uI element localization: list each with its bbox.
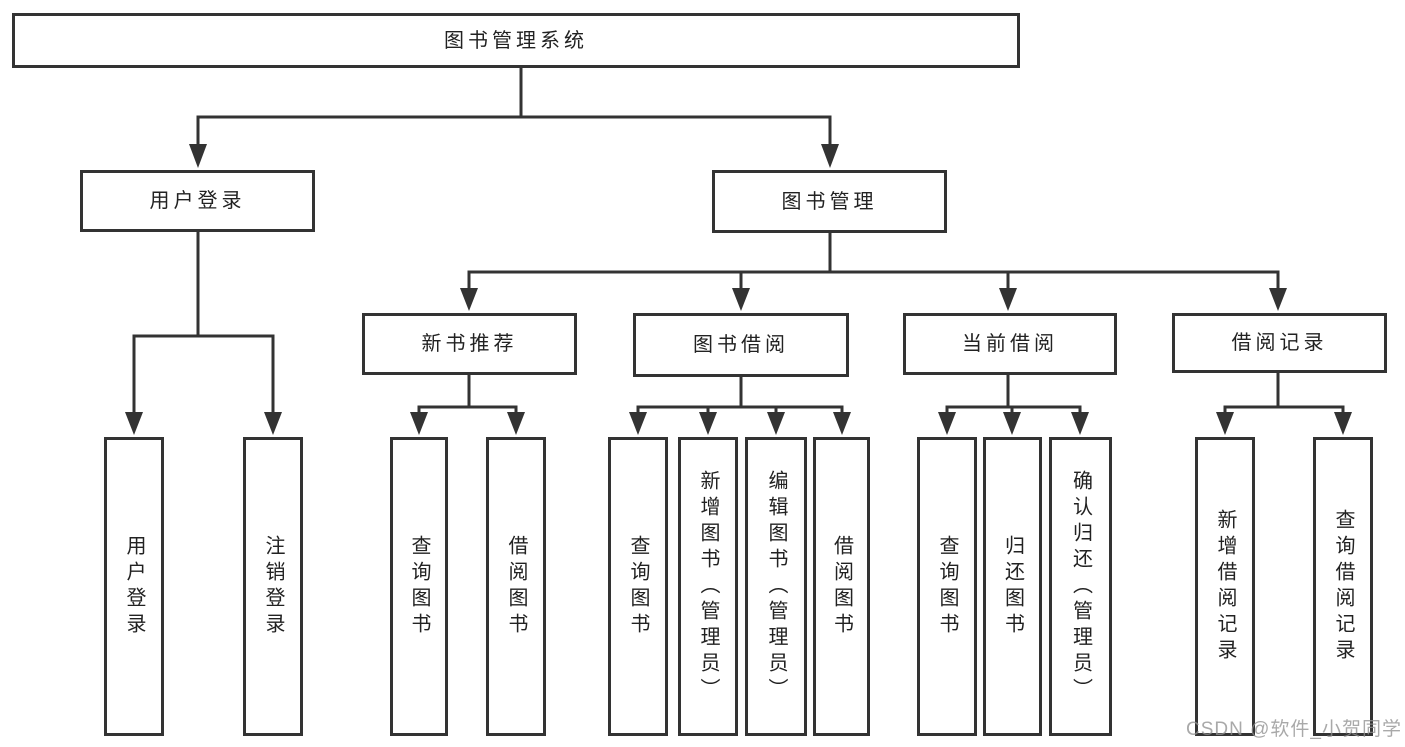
leaf-records-add-record: 新增借阅记录 xyxy=(1195,437,1255,736)
leaf-user-login-label: 用户登录 xyxy=(123,534,145,639)
node-book-borrowing: 图书借阅 xyxy=(633,313,849,377)
leaf-borrowing-edit-books-admin-label: 编辑图书（管理员） xyxy=(765,469,787,704)
node-current-borrowing-label: 当前借阅 xyxy=(962,333,1058,355)
node-book-borrowing-label: 图书借阅 xyxy=(693,334,789,356)
leaf-current-confirm-return-admin: 确认归还（管理员） xyxy=(1049,437,1112,736)
leaf-current-query-books: 查询图书 xyxy=(917,437,977,736)
leaf-borrowing-query-books: 查询图书 xyxy=(608,437,668,736)
leaf-current-confirm-return-admin-label: 确认归还（管理员） xyxy=(1069,469,1092,704)
node-borrowing-records: 借阅记录 xyxy=(1172,313,1387,373)
leaf-current-query-books-label: 查询图书 xyxy=(936,534,958,639)
leaf-newbook-borrow-books: 借阅图书 xyxy=(486,437,546,736)
leaf-newbook-query-books-label: 查询图书 xyxy=(408,534,430,639)
node-user-login: 用户登录 xyxy=(80,170,315,232)
node-borrowing-records-label: 借阅记录 xyxy=(1231,332,1328,354)
leaf-borrowing-borrow-books-label: 借阅图书 xyxy=(830,534,853,639)
leaf-user-login: 用户登录 xyxy=(104,437,164,736)
leaf-borrowing-query-books-label: 查询图书 xyxy=(627,534,649,639)
leaf-current-return-books-label: 归还图书 xyxy=(1001,534,1024,639)
leaf-newbook-query-books: 查询图书 xyxy=(390,437,448,736)
node-new-book-recommend: 新书推荐 xyxy=(362,313,577,375)
node-user-login-label: 用户登录 xyxy=(149,190,246,212)
node-root: 图书管理系统 xyxy=(12,13,1020,68)
leaf-borrowing-add-books-admin-label: 新增图书（管理员） xyxy=(697,469,719,704)
leaf-records-add-record-label: 新增借阅记录 xyxy=(1214,508,1236,665)
leaf-borrowing-borrow-books: 借阅图书 xyxy=(813,437,870,736)
leaf-records-query-record: 查询借阅记录 xyxy=(1313,437,1373,736)
node-root-label: 图书管理系统 xyxy=(444,29,588,52)
node-new-book-recommend-label: 新书推荐 xyxy=(421,333,518,355)
leaf-records-query-record-label: 查询借阅记录 xyxy=(1332,508,1354,665)
leaf-logout-label: 注销登录 xyxy=(262,534,284,639)
node-book-management-label: 图书管理 xyxy=(781,190,878,213)
leaf-logout: 注销登录 xyxy=(243,437,303,736)
node-current-borrowing: 当前借阅 xyxy=(903,313,1117,375)
leaf-newbook-borrow-books-label: 借阅图书 xyxy=(505,534,527,639)
node-book-management: 图书管理 xyxy=(712,170,947,233)
leaf-current-return-books: 归还图书 xyxy=(983,437,1042,736)
leaf-borrowing-add-books-admin: 新增图书（管理员） xyxy=(678,437,738,736)
leaf-borrowing-edit-books-admin: 编辑图书（管理员） xyxy=(745,437,807,736)
